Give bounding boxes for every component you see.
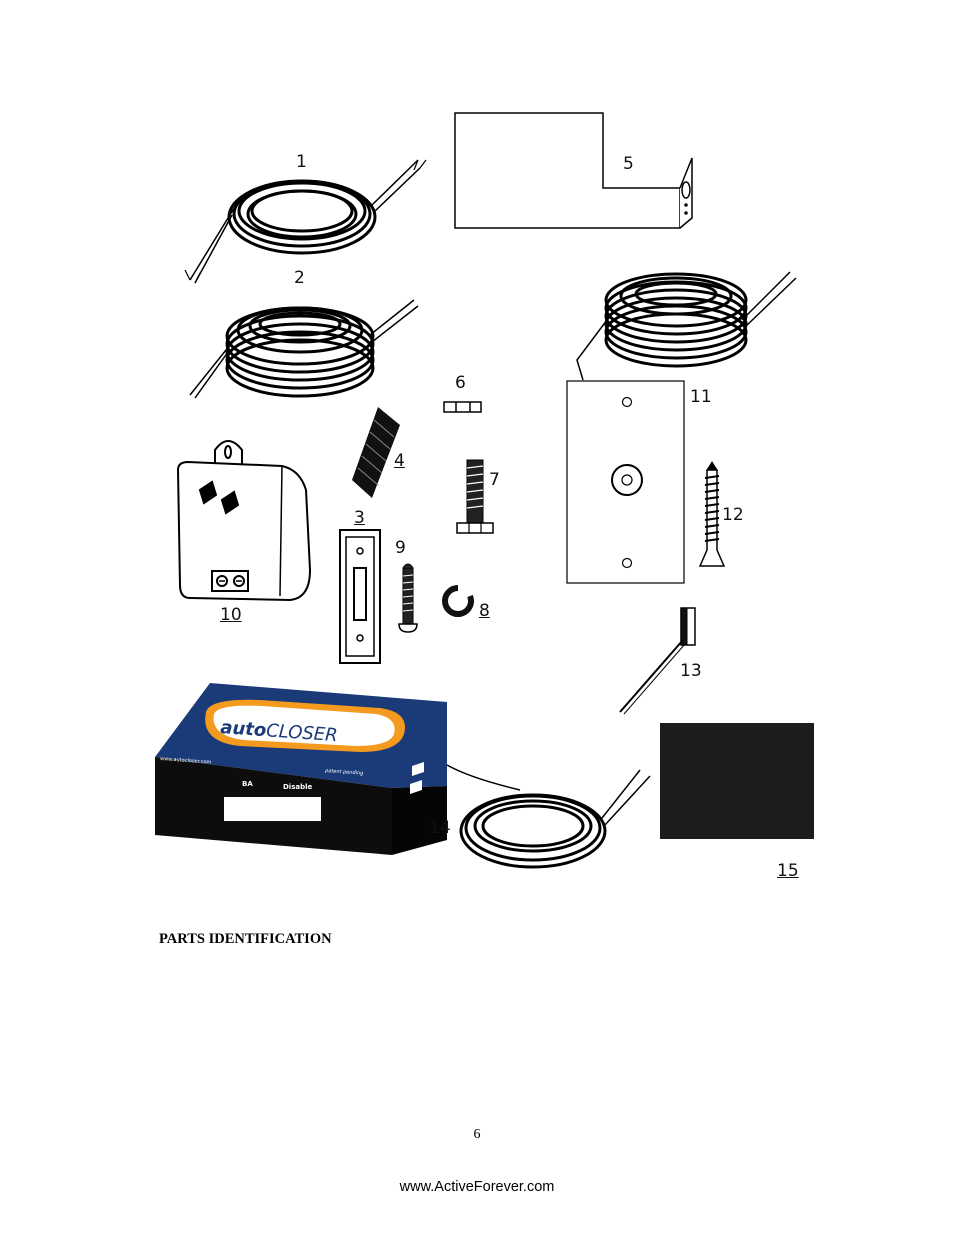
terminal-ba-label: BA xyxy=(242,780,253,788)
callout-8: 8 xyxy=(479,601,490,621)
part-8-ring xyxy=(442,585,474,617)
callout-15: 15 xyxy=(777,861,799,881)
part-10-transformer xyxy=(176,440,312,602)
part-6-connector xyxy=(443,401,482,413)
page-number: 6 xyxy=(473,1127,481,1142)
part-12-screw xyxy=(698,461,726,567)
section-heading: PARTS IDENTIFICATION xyxy=(159,931,332,947)
callout-11: 11 xyxy=(690,387,712,407)
callout-5: 5 xyxy=(623,154,634,174)
brand-logo: autoCLOSER xyxy=(220,717,339,746)
callout-12: 12 xyxy=(722,505,744,525)
part-13-sensor xyxy=(619,607,696,715)
part-11-coil xyxy=(576,271,797,381)
callout-14: 14 xyxy=(429,818,451,838)
box-patent: patent pending xyxy=(324,768,364,777)
callout-13: 13 xyxy=(680,661,702,681)
callout-7: 7 xyxy=(489,470,500,490)
callout-2: 2 xyxy=(294,268,305,288)
callout-3: 3 xyxy=(354,508,365,528)
part-1-wire-coil xyxy=(184,159,427,284)
box-website: www.autocloser.com xyxy=(160,756,212,766)
callout-9: 9 xyxy=(395,538,406,558)
part-11-wall-plate xyxy=(566,380,685,584)
part-4-adhesive-strip xyxy=(352,407,400,498)
part-2-wire-coil xyxy=(189,299,419,399)
terminal-disable-label: Disable xyxy=(283,783,313,791)
part-7-bolt xyxy=(456,459,494,534)
part-14-controller-box: autoCLOSER www.autocloser.com patent pen… xyxy=(155,683,447,855)
part-9-screw xyxy=(398,563,418,633)
parts-illustration: autoCLOSER www.autocloser.com patent pen… xyxy=(155,112,814,869)
callout-4: 4 xyxy=(394,451,405,471)
callout-1: 1 xyxy=(296,152,307,172)
footer-url: www.ActiveForever.com xyxy=(399,1179,555,1195)
callout-10: 10 xyxy=(220,605,242,625)
callout-6: 6 xyxy=(455,373,466,393)
part-5-bracket xyxy=(454,112,693,229)
part-14-coil xyxy=(446,764,651,869)
part-15-black-pad xyxy=(660,723,814,839)
part-3-push-button xyxy=(339,529,381,664)
